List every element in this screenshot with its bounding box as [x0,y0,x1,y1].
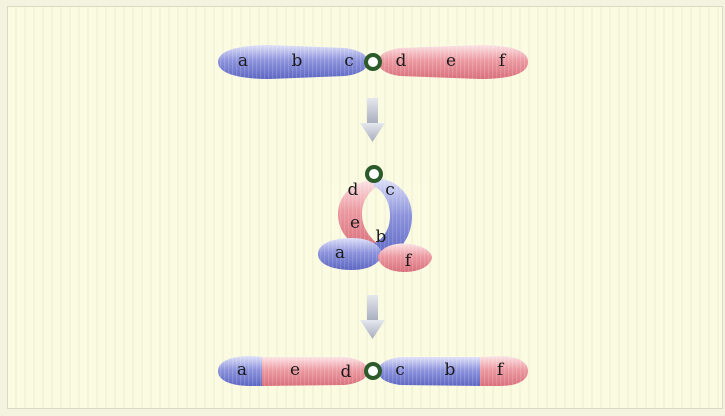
middle-centromere [367,167,381,181]
bottom-centromere [366,364,380,378]
down-arrow-2 [360,295,385,339]
top-label-d: d [396,51,407,71]
bottom-label-c: c [395,360,405,380]
top-label-e: e [446,51,456,71]
mid-label-b: b [376,227,387,247]
top-chromosome: a b c d e f [218,45,528,79]
bottom-label-a: a [237,360,247,380]
top-label-b: b [292,51,303,71]
bottom-chromosome: a e d c b f [218,356,528,386]
top-label-c: c [344,51,354,71]
mid-label-e: e [350,213,360,233]
top-label-a: a [238,51,248,71]
down-arrow-1 [360,98,385,142]
mid-label-c: c [385,180,395,200]
mid-label-d: d [348,180,359,200]
bottom-label-e: e [290,360,300,380]
top-centromere [366,55,380,69]
bottom-label-b: b [445,360,456,380]
mid-label-a: a [335,243,345,263]
inversion-loop: d c e b a f [318,167,432,272]
bottom-label-d: d [341,362,352,382]
